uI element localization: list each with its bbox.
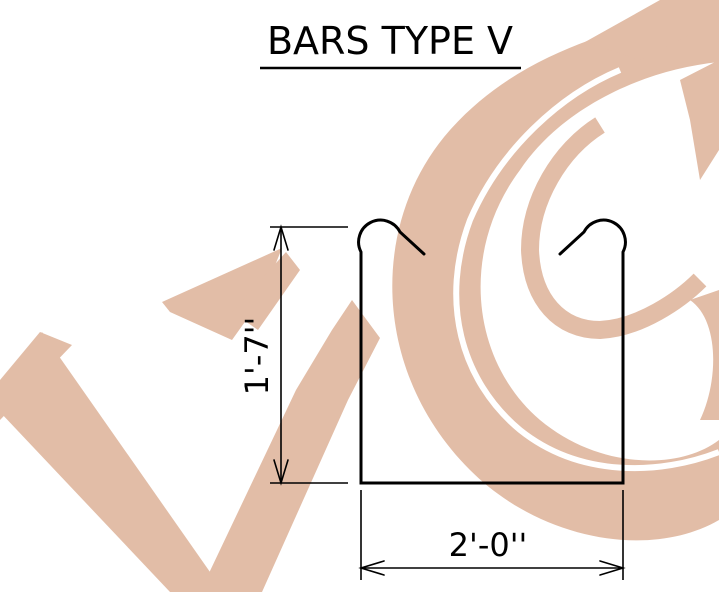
bar-shape	[357, 218, 627, 485]
height-arrow-bottom	[273, 459, 289, 486]
width-dimension: 2'-0''	[358, 490, 626, 580]
watermark-c-top-serif	[585, 0, 719, 60]
watermark-c-right-tail	[690, 290, 719, 420]
height-arrow-top	[273, 224, 289, 251]
watermark-c-right-flourish	[680, 60, 719, 180]
bar-outline	[357, 218, 627, 485]
width-label: 2'-0''	[449, 526, 528, 564]
watermark-v-right-stroke	[162, 248, 282, 340]
diagram-title: BARS TYPE V	[267, 19, 513, 63]
watermark-v-right-top	[232, 252, 300, 330]
watermark-v-right-arm	[200, 300, 380, 592]
height-dimension: 1'-7''	[238, 224, 348, 486]
watermark-c-arc	[392, 0, 719, 541]
width-arrow-left	[358, 560, 385, 576]
width-arrow-right	[599, 560, 626, 576]
height-label: 1'-7''	[238, 317, 276, 396]
watermark-c-highlight	[453, 67, 719, 472]
watermark-c-inner-stripe	[520, 117, 707, 340]
title-group: BARS TYPE V	[260, 19, 521, 70]
watermark-v-left-serif	[0, 332, 72, 420]
watermark-v-left-stroke	[0, 332, 224, 592]
